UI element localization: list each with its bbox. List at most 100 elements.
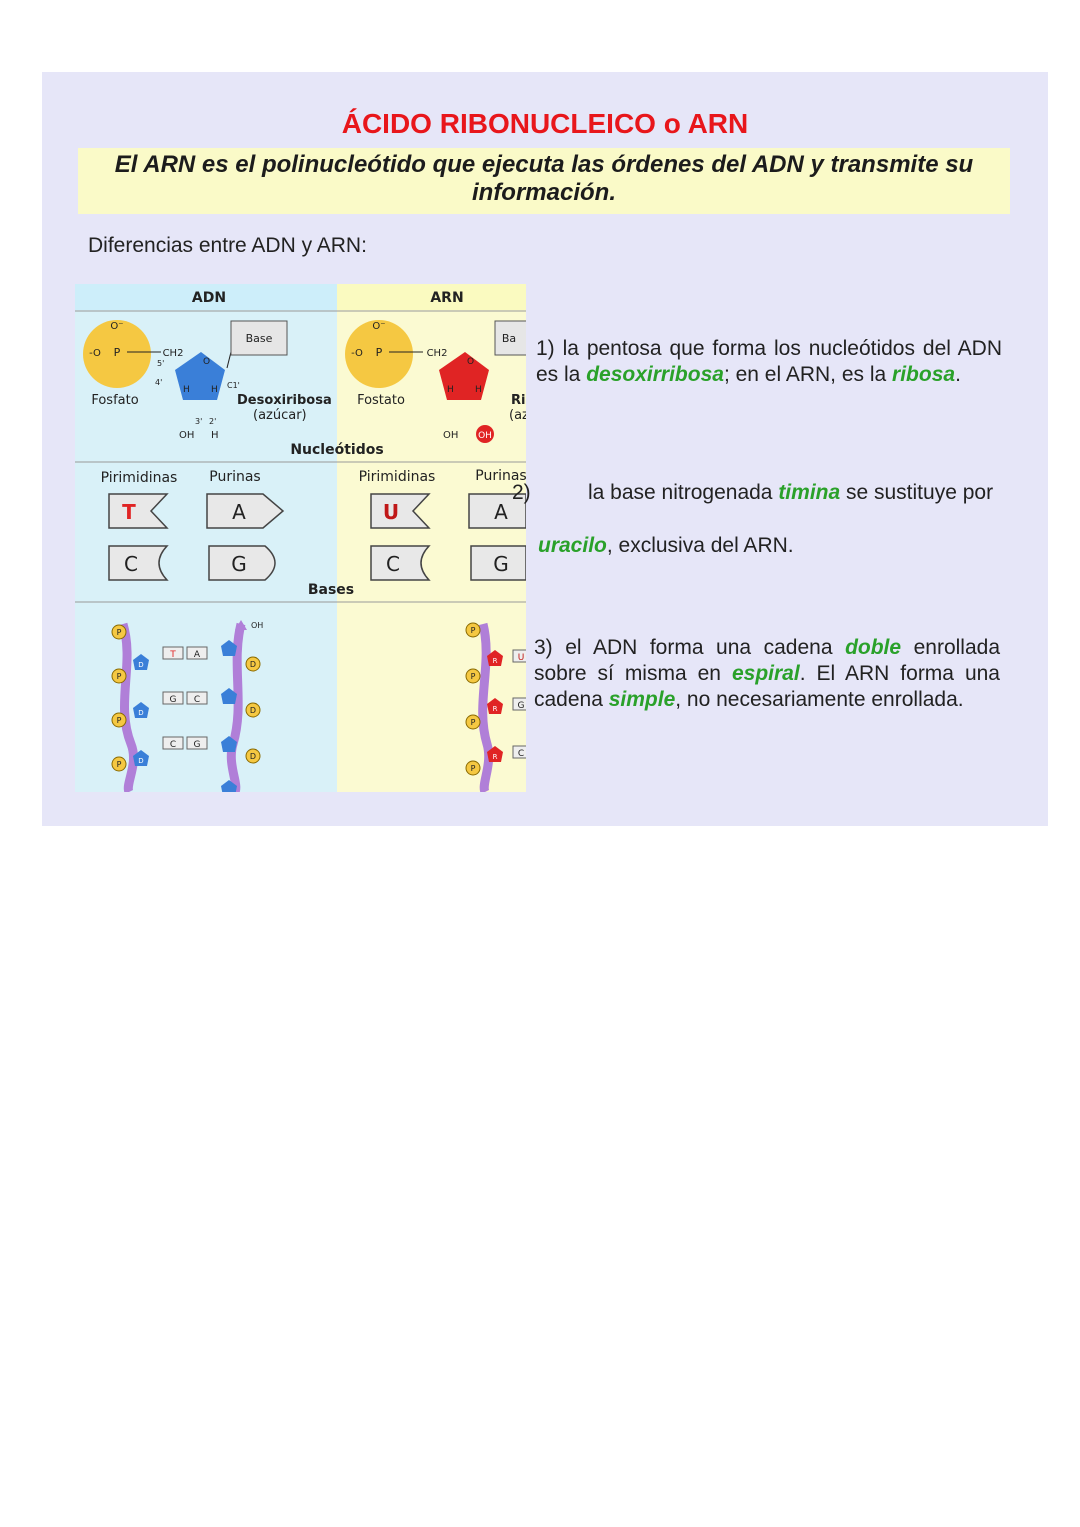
g-label: G [170,695,177,705]
base-g-shape [208,545,276,581]
d-label: D [250,660,256,669]
rna-base [512,697,526,711]
point-3: 3) el ADN forma una cadena doble enrolla… [534,635,1000,713]
purinas-label: Purinas [209,469,260,485]
strand-arrow [235,620,247,630]
arn-header: ARN [430,290,463,306]
r-label: R [493,753,498,761]
h-label: H [211,385,218,395]
fosfato-label: Fosfato [91,393,138,408]
bases-label: Bases [308,582,354,598]
point-2-cont: uracilo, exclusiva del ARN. [538,533,1002,559]
base-c-shape [108,545,169,581]
term-espiral: espiral [731,662,800,685]
base-g: G [493,552,509,576]
point-3-text: 3) el ADN forma una cadena [534,636,846,659]
p-label: P [117,628,122,637]
oh-label: OH [179,430,194,441]
sugar-r [487,698,503,714]
bond [226,351,232,369]
base-label: Ba [502,332,516,345]
arn-header-bg [337,284,526,310]
base-u: U [383,500,399,524]
base-box [494,320,526,356]
phosphate-dot [465,714,481,730]
point-2-text: se sustituye por [840,481,994,504]
oh-label: OH [251,621,263,630]
phosphate-circle [345,320,413,388]
base-a-shape [206,493,285,529]
adn-header: ADN [192,290,226,306]
pair-base [162,646,184,660]
base-a: A [232,500,246,524]
o-label: O⁻ [110,321,123,332]
ribose-pentagon [439,352,489,400]
phosphate-circle [83,320,151,388]
differences-heading: Diferencias entre ADN y ARN: [88,234,367,257]
dna-strand-detail: P P P P D D D T A G C [111,620,263,792]
r-label: R [493,657,498,665]
term-ribosa: ribosa [892,363,956,386]
purinas-label: Purinas [475,468,526,484]
point-2: la base nitrogenada timina se sustituye … [538,480,1002,506]
h-label: H [183,385,190,395]
phosphate-dot [111,668,127,684]
p-label: P [114,346,121,359]
sugar-dot [245,656,261,672]
pair-base [162,691,184,705]
base-c-shape [370,545,431,581]
base-t-shape [108,493,169,529]
o-label: -O [89,348,101,359]
point-1-text: . [955,363,961,386]
base-u-shape [370,493,431,529]
u-label: U [518,653,525,663]
c4-label: 4' [155,378,162,387]
deoxyribose-pentagon [175,352,225,400]
h-label: H [211,430,219,441]
h-label: H [475,385,482,395]
pair-base [186,736,208,750]
point-3-text: enrollada sobre sí misma en [534,636,1001,685]
o-label: O [203,357,210,367]
c-label: C [518,749,524,759]
subtitle: El ARN es el polinucleótido que ejecuta … [114,151,974,206]
rna-backbone [478,622,494,792]
sugar-dot [245,748,261,764]
phosphate-dot [465,760,481,776]
o-label: -O [351,348,363,359]
sugar-r [487,746,503,762]
oh-label: OH [478,431,492,441]
term-timina: timina [778,481,841,504]
term-desoxirribosa: desoxirribosa [586,363,724,386]
base-a-shape [468,493,526,529]
oh-label: OH [443,430,458,441]
base-box [230,320,288,356]
p-label: P [471,718,476,727]
sugar-d [221,780,237,792]
p-label: P [471,672,476,681]
point-1-text: ; en el ARN, es la [723,363,893,386]
pirimidinas-label: Pirimidinas [101,470,178,486]
d-label: D [138,709,143,717]
sugar-d [133,654,149,670]
r-label: R [493,705,498,713]
slide: ÁCIDO RIBONUCLEICO o ARN El ARN es el po… [42,72,1048,826]
ch2-label: CH2 [427,348,448,359]
c3-label: 3' [195,417,202,426]
point-2-text: la base nitrogenada [588,481,779,504]
base-label: Base [246,332,273,345]
azucar-label: (az [509,408,526,423]
phosphate-dot [111,624,127,640]
p-label: P [376,346,383,359]
base-a: A [494,500,508,524]
desoxiribosa-label: Desoxiribosa [237,393,332,408]
h-label: H [447,385,454,395]
term-simple: simple [608,688,676,711]
g-label: G [194,740,201,750]
pair-base [186,691,208,705]
dna-backbone-right [226,622,246,792]
ch2-label: CH2 [163,348,184,359]
dna-rna-diagram: ADN ARN O⁻ -O P CH2 5' 4' O H H C1' 3' 2… [75,284,526,792]
p-label: P [117,716,122,725]
base-c: C [386,552,400,576]
